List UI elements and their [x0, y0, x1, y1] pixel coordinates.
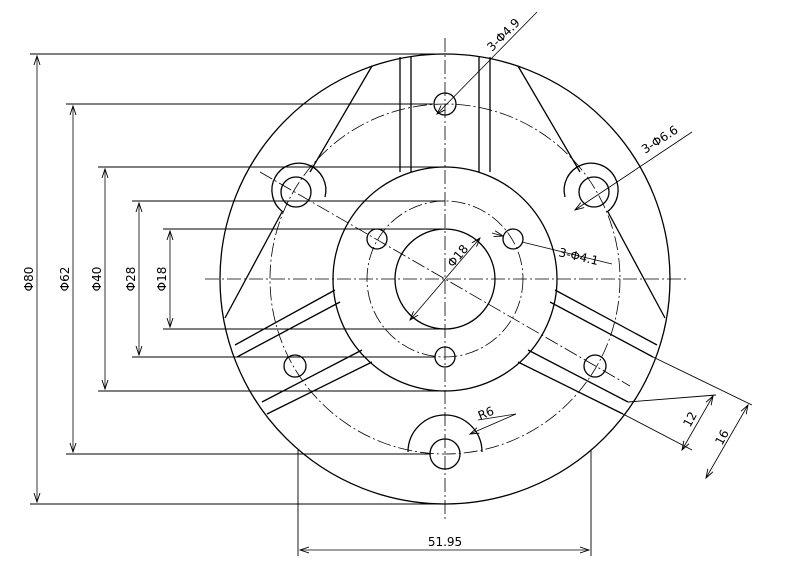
label-radius: R6: [476, 404, 496, 423]
label-width: 51.95: [428, 535, 462, 549]
width-dimension: 51.95: [297, 450, 592, 556]
pitch-circle-inner: [366, 200, 524, 358]
label-d62: Φ62: [58, 267, 72, 292]
center-lines: [205, 38, 688, 522]
hole-d41-right: [502, 228, 524, 250]
leaders: 3-Φ4.9 3-Φ6.6 3-Φ4.1 Φ18 R6: [410, 11, 693, 434]
label-holes-66: 3-Φ6.6: [639, 123, 681, 157]
diameter-labels: Φ80 Φ62 Φ40 Φ28 Φ18: [22, 267, 169, 292]
label-d80: Φ80: [22, 267, 36, 292]
label-holes-41: 3-Φ4.1: [557, 245, 600, 268]
label-d18-center: Φ18: [445, 242, 472, 270]
label-slot-16: 16: [712, 427, 732, 447]
hole-d49-left: [283, 354, 307, 378]
diameter-dimensions: [30, 53, 445, 505]
hole-d49-right: [583, 354, 607, 378]
hole-d66-left: [280, 176, 312, 208]
hole-d66-right: [578, 176, 610, 208]
label-d18-vertical: Φ18: [155, 267, 169, 292]
pitch-circle-outer: [269, 103, 621, 455]
label-holes-49: 3-Φ4.9: [484, 16, 523, 55]
label-slot-12: 12: [680, 409, 700, 429]
slot-dimensions: 12 16: [622, 356, 753, 478]
label-d40: Φ40: [90, 267, 104, 292]
hole-d41-left: [366, 228, 388, 250]
label-d28: Φ28: [124, 267, 138, 292]
